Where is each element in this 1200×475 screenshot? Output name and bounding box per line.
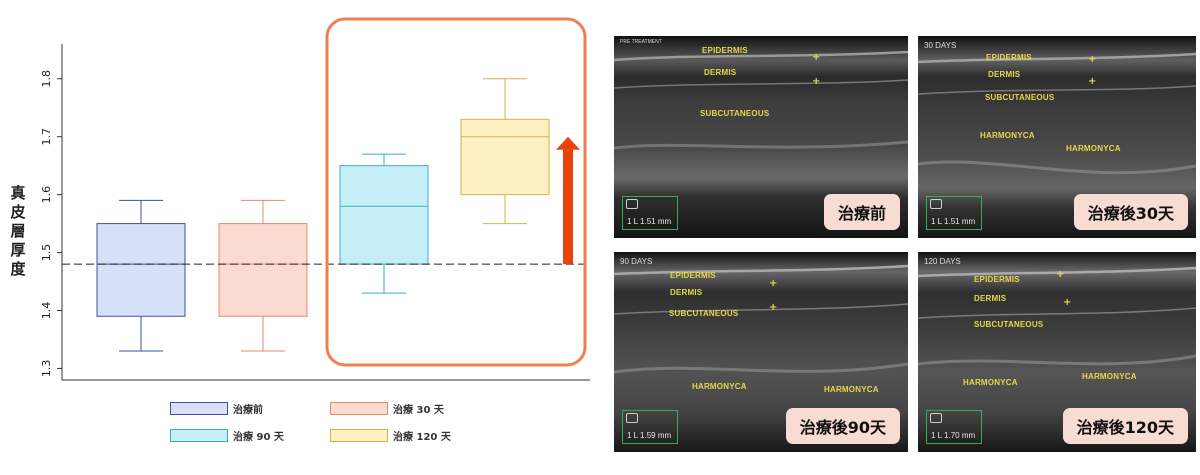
ultrasound-panel-90d: 90 DAYS EPIDERMIS DERMIS SUBCUTANEOUS HA… bbox=[614, 252, 908, 452]
label-dermis: DERMIS bbox=[988, 70, 1021, 79]
panel-badge: 治療後120天 bbox=[1062, 408, 1188, 444]
caliper-marker: + bbox=[1088, 76, 1097, 87]
y-tick-label: 1.6 bbox=[40, 186, 53, 204]
measurement-value: 1 L 1.70 mm bbox=[931, 431, 976, 440]
measurement-box: 1 L 1.59 mm bbox=[622, 410, 678, 444]
label-harmonyca: HARMONYCA bbox=[824, 385, 879, 394]
box-iqr bbox=[218, 223, 308, 317]
y-axis-label-char: 層 bbox=[10, 222, 25, 240]
box-series bbox=[460, 78, 550, 225]
measurement-value: 1 L 1.59 mm bbox=[627, 431, 672, 440]
label-harmonyca: HARMONYCA bbox=[1082, 372, 1137, 381]
y-tick-label: 1.8 bbox=[40, 70, 53, 88]
y-tick-label: 1.5 bbox=[40, 244, 53, 262]
box-series bbox=[96, 199, 186, 352]
ultrasound-panel-pre: PRE TREATMENT EPIDERMIS DERMIS SUBCUTANE… bbox=[614, 36, 908, 238]
measurement-box: 1 L 1.51 mm bbox=[622, 196, 678, 230]
caliper-icon bbox=[930, 413, 942, 423]
caliper-marker: + bbox=[1056, 269, 1065, 280]
panel-corner-label: 90 DAYS bbox=[620, 257, 653, 266]
box-iqr bbox=[460, 118, 550, 196]
legend-item: 治療前 bbox=[170, 401, 263, 416]
label-epidermis: EPIDERMIS bbox=[974, 275, 1020, 284]
ultrasound-panel-120d: 120 DAYS EPIDERMIS DERMIS SUBCUTANEOUS H… bbox=[918, 252, 1196, 452]
label-subcutaneous: SUBCUTANEOUS bbox=[974, 320, 1044, 329]
caliper-icon bbox=[626, 199, 638, 209]
panel-corner-label: 30 DAYS bbox=[924, 41, 957, 50]
y-axis-label-char: 厚 bbox=[10, 241, 25, 259]
y-axis-label-char: 皮 bbox=[10, 203, 25, 221]
panel-badge: 治療前 bbox=[823, 194, 900, 230]
legend-swatch bbox=[330, 402, 388, 415]
legend-swatch bbox=[170, 429, 228, 442]
box-series bbox=[218, 199, 308, 352]
label-subcutaneous: SUBCUTANEOUS bbox=[669, 309, 739, 318]
y-axis-label-char: 真 bbox=[10, 184, 25, 202]
label-subcutaneous: SUBCUTANEOUS bbox=[985, 93, 1055, 102]
legend: 治療前 治療 30 天 治療 90 天 治療 120 天 bbox=[170, 398, 470, 448]
y-tick-label: 1.4 bbox=[40, 302, 53, 320]
arrow-shaft bbox=[563, 148, 573, 265]
measurement-value: 1 L 1.51 mm bbox=[627, 217, 672, 226]
y-tick-label: 1.7 bbox=[40, 128, 53, 146]
label-subcutaneous: SUBCUTANEOUS bbox=[700, 109, 770, 118]
caliper-marker: + bbox=[1088, 54, 1097, 65]
legend-swatch bbox=[330, 429, 388, 442]
ultrasound-panel-30d: 30 DAYS EPIDERMIS DERMIS SUBCUTANEOUS HA… bbox=[918, 36, 1196, 238]
label-harmonyca: HARMONYCA bbox=[963, 378, 1018, 387]
label-epidermis: EPIDERMIS bbox=[702, 46, 748, 55]
caliper-marker: + bbox=[812, 52, 821, 63]
legend-item: 治療 120 天 bbox=[330, 428, 451, 443]
label-harmonyca: HARMONYCA bbox=[692, 382, 747, 391]
panel-badge: 治療後30天 bbox=[1073, 194, 1188, 230]
measurement-box: 1 L 1.51 mm bbox=[926, 196, 982, 230]
highlight-frame bbox=[325, 17, 587, 367]
label-epidermis: EPIDERMIS bbox=[986, 53, 1032, 62]
label-harmonyca: HARMONYCA bbox=[1066, 144, 1121, 153]
panel-badge: 治療後90天 bbox=[785, 408, 900, 444]
panel-corner-label: PRE TREATMENT bbox=[620, 39, 662, 45]
caliper-marker: + bbox=[1063, 297, 1072, 308]
legend-label: 治療 30 天 bbox=[393, 405, 444, 416]
caliper-marker: + bbox=[769, 278, 778, 289]
arrow-head bbox=[556, 136, 580, 150]
legend-item: 治療 90 天 bbox=[170, 428, 284, 443]
box-iqr bbox=[96, 223, 186, 317]
label-dermis: DERMIS bbox=[670, 288, 703, 297]
y-axis-label-char: 度 bbox=[10, 260, 26, 278]
boxes bbox=[96, 78, 550, 352]
y-tick-label: 1.3 bbox=[40, 360, 53, 378]
panel-corner-label: 120 DAYS bbox=[924, 257, 961, 266]
measurement-box: 1 L 1.70 mm bbox=[926, 410, 982, 444]
caliper-marker: + bbox=[812, 76, 821, 87]
box-iqr bbox=[339, 165, 429, 265]
caliper-icon bbox=[930, 199, 942, 209]
box-series bbox=[339, 153, 429, 294]
measurement-value: 1 L 1.51 mm bbox=[931, 217, 976, 226]
legend-label: 治療前 bbox=[233, 405, 263, 416]
caliper-icon bbox=[626, 413, 638, 423]
caliper-marker: + bbox=[769, 302, 778, 313]
label-harmonyca: HARMONYCA bbox=[980, 131, 1035, 140]
label-dermis: DERMIS bbox=[974, 294, 1007, 303]
y-ticks: 1.3 1.4 1.5 1.6 1.7 1.8 bbox=[40, 70, 62, 377]
legend-label: 治療 120 天 bbox=[393, 432, 451, 443]
label-dermis: DERMIS bbox=[704, 68, 737, 77]
increase-arrow bbox=[556, 136, 580, 265]
legend-swatch bbox=[170, 402, 228, 415]
legend-item: 治療 30 天 bbox=[330, 401, 444, 416]
legend-label: 治療 90 天 bbox=[233, 432, 284, 443]
label-epidermis: EPIDERMIS bbox=[670, 271, 716, 280]
